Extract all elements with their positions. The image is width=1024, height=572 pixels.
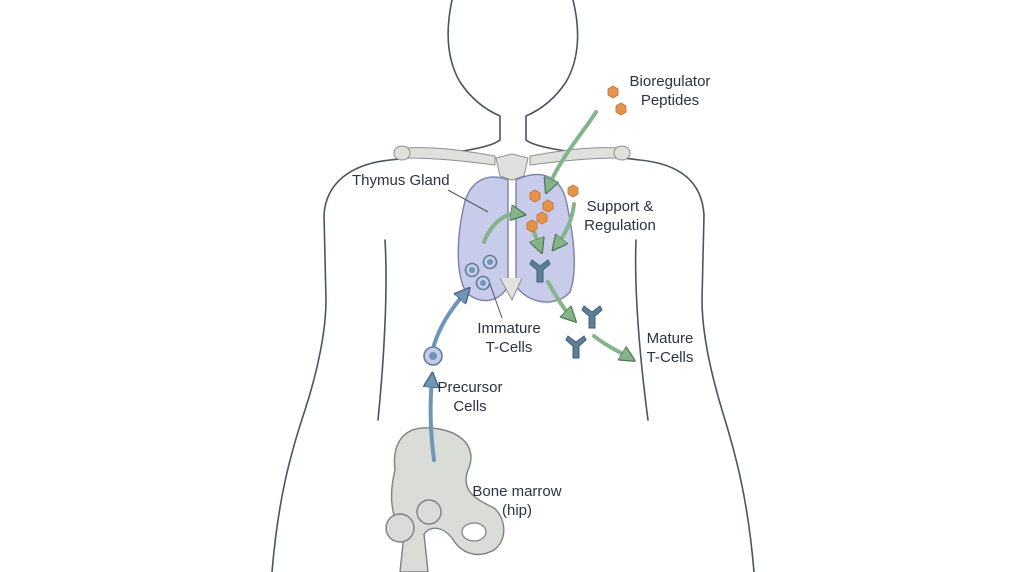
label-bioregulator-line2: Peptides: [640, 92, 700, 109]
label-precursor-line1: Precursor: [437, 379, 503, 396]
label-mature-t-cells: Mature T-Cells: [640, 329, 700, 367]
thymus-gland: [457, 173, 576, 303]
peptide-hexagons: [526, 85, 627, 233]
label-bioregulator-peptides: Bioregulator Peptides: [620, 72, 720, 110]
precursor-cell: [423, 346, 443, 366]
label-bone-marrow-line1: Bone marrow: [472, 483, 562, 500]
hip-bone: [385, 427, 505, 572]
collarbones: [393, 145, 631, 181]
label-immature-line2: T-Cells: [485, 339, 533, 356]
label-precursor-cells: Precursor Cells: [434, 378, 506, 416]
label-bioregulator-line1: Bioregulator: [629, 73, 711, 90]
immature-t-cells: [464, 254, 498, 291]
label-bone-marrow: Bone marrow (hip): [462, 482, 572, 520]
label-immature-line1: Immature: [477, 320, 541, 337]
body-outline: [271, 0, 755, 572]
label-mature-line2: T-Cells: [646, 349, 694, 366]
label-precursor-line2: Cells: [453, 398, 487, 415]
regulation-arrows: [482, 110, 630, 358]
label-support-line2: Regulation: [584, 217, 656, 234]
precursor-arrows: [431, 292, 466, 462]
leader-lines: [447, 189, 503, 319]
label-immature-t-cells: Immature T-Cells: [470, 319, 548, 357]
label-thymus-gland: Thymus Gland: [352, 172, 450, 189]
label-support-regulation: Support & Regulation: [582, 197, 658, 235]
label-support-line1: Support &: [586, 198, 654, 215]
label-bone-marrow-line2: (hip): [501, 502, 532, 519]
mature-t-cells: [529, 259, 603, 359]
label-mature-line1: Mature: [646, 330, 694, 347]
